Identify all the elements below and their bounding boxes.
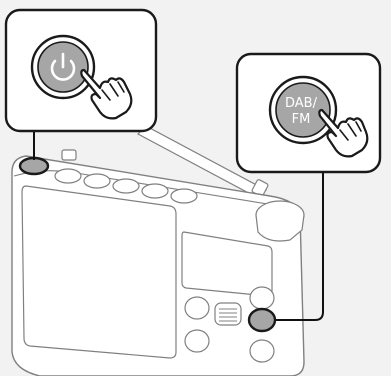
preset-buttons (54, 168, 198, 204)
pointing-hand-icon (318, 108, 369, 158)
pointing-hand-icon (80, 68, 133, 120)
control-button-top-right (249, 286, 275, 310)
power-button-on-radio (18, 156, 50, 176)
preset-button-3 (112, 178, 140, 194)
dab-fm-leader-line (276, 172, 324, 321)
preset-button-4 (141, 183, 169, 199)
speaker-panel (21, 185, 177, 359)
preset-button-1 (54, 168, 82, 184)
dab-fm-button-on-radio (247, 307, 277, 333)
tuning-dial (214, 302, 242, 326)
dab-fm-callout: DAB/ FM (235, 52, 382, 174)
power-icon (50, 52, 76, 81)
control-button-bottom-left (184, 329, 210, 353)
dab-fm-button: DAB/ FM (268, 75, 338, 145)
preset-button-5 (170, 188, 198, 204)
power-callout (4, 8, 158, 133)
leader-lines (33, 130, 324, 321)
front-controls (184, 286, 277, 363)
top-knob (61, 149, 77, 161)
dab-fm-label-line2: FM (292, 112, 311, 127)
control-button-bottom-right (249, 339, 275, 363)
dab-fm-label-line1: DAB/ (285, 96, 318, 111)
power-button (30, 34, 96, 100)
control-button-top-left (184, 296, 210, 320)
radio-illustration (11, 125, 305, 376)
preset-button-2 (83, 173, 111, 189)
